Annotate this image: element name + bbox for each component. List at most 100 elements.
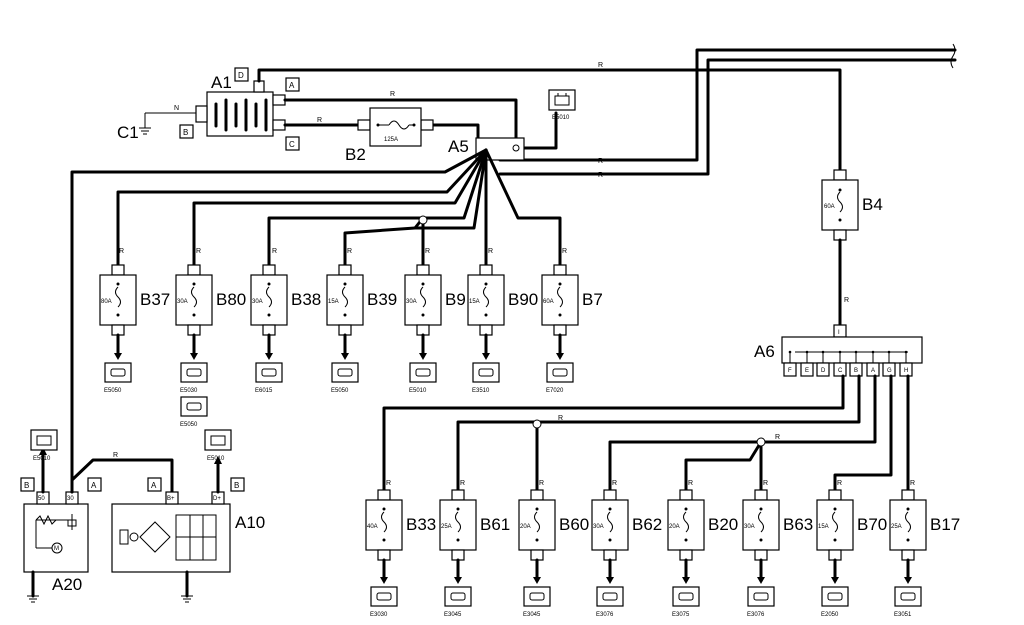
svg-text:E5010: E5010 (552, 115, 570, 121)
load-ref: E3076 (747, 612, 765, 618)
svg-text:B: B (854, 368, 858, 374)
load-ref: E3030 (370, 612, 388, 618)
battery-A1: A1 D A B C (179, 67, 300, 151)
svg-text:E5010: E5010 (33, 456, 51, 462)
svg-text:R: R (763, 480, 768, 487)
svg-text:R: R (775, 434, 780, 441)
load-ref: E3045 (444, 612, 462, 618)
a6-pin-H: H (899, 350, 913, 377)
fuse-label: B80 (216, 290, 246, 309)
load-icon (894, 586, 922, 607)
load-icon (104, 362, 132, 383)
wire-color-label: N (174, 105, 179, 112)
svg-text:R: R (910, 480, 915, 487)
load-ref: E2050 (821, 612, 839, 618)
fuse-rating: 30A (177, 299, 188, 305)
main-wires: R R R R R (257, 43, 957, 182)
svg-text:R: R (196, 248, 201, 255)
svg-text:A: A (871, 368, 875, 374)
svg-text:D: D (821, 368, 826, 374)
svg-text:R: R (844, 297, 849, 304)
svg-text:R: R (688, 480, 693, 487)
a10-ground-icon: E5010 (204, 429, 232, 462)
svg-text:I: I (838, 330, 840, 336)
svg-text:R: R (598, 172, 603, 179)
fuse-rating: 30A (593, 524, 604, 530)
load-icon (180, 362, 208, 383)
svg-text:30: 30 (67, 496, 74, 502)
svg-text:B: B (234, 481, 239, 490)
fuse-label: B61 (480, 515, 510, 534)
fuse-label: B70 (857, 515, 887, 534)
a6-pin-G: G (882, 350, 896, 377)
fuse-rating: 25A (441, 524, 452, 530)
load-ref: E5030 (180, 388, 198, 394)
load-ref: E5050 (104, 388, 122, 394)
svg-text:A: A (151, 481, 157, 490)
fuse-label: B39 (367, 290, 397, 309)
load-ref: E5050 (331, 388, 349, 394)
svg-text:R: R (113, 452, 118, 459)
fuse-rating: 80A (101, 299, 112, 305)
svg-text:R: R (558, 415, 563, 422)
load-icon (596, 586, 624, 607)
fuse-rating: 25A (891, 524, 902, 530)
load-ref: E7020 (546, 388, 564, 394)
fuse-label: B37 (140, 290, 170, 309)
fuse-rating: 20A (520, 524, 531, 530)
a20-ground-icon: E5010 (30, 429, 58, 462)
svg-text:R: R (347, 248, 352, 255)
load-ref: E5010 (409, 388, 427, 394)
load-icon (370, 586, 398, 607)
pin-label: B (183, 128, 188, 137)
fuse-label: B90 (508, 290, 538, 309)
a6-pin-D: D (816, 350, 830, 377)
svg-text:A: A (91, 481, 97, 490)
load-ref: E3076 (596, 612, 614, 618)
component-label: A5 (448, 137, 469, 156)
svg-text:E: E (805, 368, 809, 374)
svg-text:125A: 125A (384, 137, 398, 143)
svg-text:R: R (317, 117, 322, 124)
svg-text:R: R (119, 248, 124, 255)
svg-text:60A: 60A (824, 204, 835, 210)
a6-pin-E: E (800, 350, 814, 377)
fuse-label: B17 (930, 515, 960, 534)
svg-text:R: R (272, 248, 277, 255)
svg-text:C: C (838, 368, 843, 374)
fuse-rating: 30A (406, 299, 417, 305)
svg-text:R: R (837, 480, 842, 487)
svg-text:R: R (539, 480, 544, 487)
load-ref: E3045 (523, 612, 541, 618)
fuse-rating: 15A (818, 524, 829, 530)
svg-text:R: R (612, 480, 617, 487)
svg-text:M: M (54, 546, 59, 552)
fuse-rating: 40A (367, 524, 378, 530)
svg-text:H: H (904, 368, 908, 374)
load-icon (444, 586, 472, 607)
fuse-rating: 60A (543, 299, 554, 305)
fuse-label: B60 (559, 515, 589, 534)
load-ref: E6015 (255, 388, 273, 394)
fuse-rating: 30A (744, 524, 755, 530)
fuse-B2: 125A B2 (345, 107, 434, 164)
pin-label: C (289, 140, 295, 149)
svg-text:B: B (24, 481, 29, 490)
alternator-A10: B+ D+ A B A10 (111, 456, 265, 603)
component-label: A6 (754, 342, 775, 361)
a5-distribution-wires: R R R R R R R (70, 148, 567, 492)
load-icon (409, 362, 437, 383)
svg-text:G: G (887, 368, 892, 374)
svg-text:R: R (598, 62, 603, 69)
